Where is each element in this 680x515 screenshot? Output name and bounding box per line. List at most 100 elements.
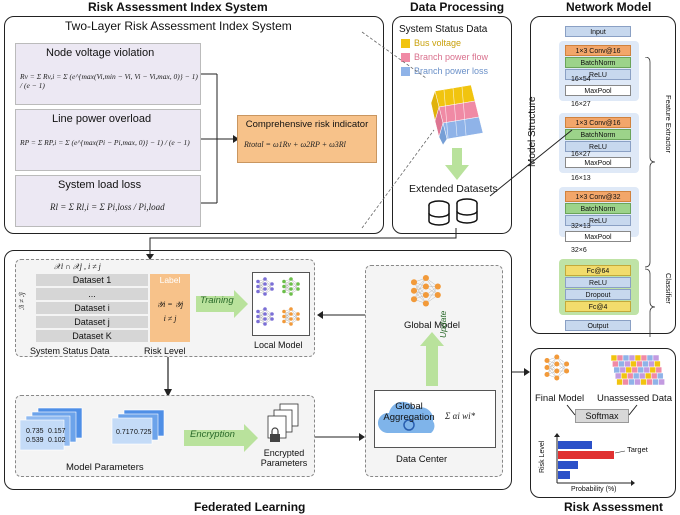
- update-arrow-icon: [420, 332, 444, 386]
- database-icon: [428, 198, 478, 226]
- aggregation-box: Global Aggregation Σ αi wi*: [374, 390, 496, 448]
- tensor-dim-label: 16×27: [571, 151, 591, 158]
- risk-level-axis-label: Risk Level: [539, 440, 546, 473]
- data-center-block: Global Model Update Global Aggregation Σ…: [365, 265, 503, 477]
- risk-assessment-title: Risk Assessment: [564, 500, 663, 514]
- global-aggregation-label: Global Aggregation: [383, 401, 435, 423]
- tensor-dim-label: 16×13: [571, 175, 591, 182]
- prob-bar: [558, 461, 578, 469]
- status-data-cube: [431, 84, 484, 146]
- training-arrow-icon: [196, 290, 248, 318]
- unassessed-data-grid: [611, 355, 665, 386]
- leader-lines: [361, 31, 435, 229]
- dataset-row: Dataset 1: [36, 274, 148, 286]
- softmax-box: Softmax: [575, 409, 629, 423]
- network-layer-pool: MaxPool: [565, 85, 631, 96]
- network-layer-conv: 1×3 Conv@16: [565, 117, 631, 128]
- network-layer-fc: Fc@4: [565, 301, 631, 312]
- network-layer-relu: ReLU: [565, 69, 631, 80]
- param-value: 0.102: [48, 437, 66, 444]
- node-voltage-box: Node voltage violation Rv = Σ Rv,i = Σ (…: [15, 43, 201, 105]
- network-layer-conv: 1×3 Conv@16: [565, 45, 631, 56]
- network-model-title: Network Model: [566, 0, 652, 14]
- tensor-dim-label: 16×27: [571, 101, 591, 108]
- line-overload-formula: RP = Σ RP,i = Σ (e^{max(Pi − Pi,max, 0)}…: [20, 138, 190, 147]
- model-params-label: Model Parameters: [66, 462, 144, 473]
- index-system-title: Risk Assessment Index System: [88, 0, 268, 14]
- global-model-icon: [410, 274, 441, 307]
- stage-braces: [644, 57, 656, 337]
- node-voltage-formula: Rv = Σ Rv,i = Σ (e^{max(Vi,min − Vi, Vi …: [20, 72, 198, 90]
- local-data-block: 𝒳i ∩ 𝒳j , i ≠ j Dataset 1 ... Dataset i …: [15, 259, 315, 357]
- param-value: 0.725: [134, 429, 152, 436]
- param-value: 0.717: [116, 429, 134, 436]
- final-model-icon: [544, 354, 570, 381]
- network-layer-conv: 1×3 Conv@32: [565, 191, 631, 202]
- load-loss-title: System load loss: [58, 179, 142, 191]
- network-layer-fc: Fc@64: [565, 265, 631, 276]
- label-condition: 𝒴i = 𝒴j: [156, 300, 184, 309]
- extended-datasets-label: Extended Datasets: [409, 183, 498, 195]
- dataset-list: Dataset 1 ... Dataset i Dataset j Datase…: [16, 274, 148, 346]
- prob-bar: [558, 441, 592, 449]
- network-layer-bn: BatchNorm: [565, 57, 631, 68]
- composite-indicator-box: Comprehensive risk indicator Rtotal = ω1…: [237, 115, 377, 163]
- input-layer: Input: [565, 26, 631, 37]
- load-loss-box: System load loss Rl = Σ Rl,i = Σ Pi,loss…: [15, 175, 201, 227]
- composite-indicator-formula: Rtotal = ω1Rv + ω2RP + ω3Rl: [244, 140, 346, 149]
- network-layer-relu: ReLU: [565, 215, 631, 226]
- param-value: 0.157: [48, 428, 66, 435]
- dataset-row: Dataset K: [36, 330, 148, 342]
- prob-bar: [558, 471, 570, 479]
- tensor-dim-label: 32×13: [571, 223, 591, 230]
- classifier-label: Classifier: [664, 273, 673, 304]
- params-block: 0.735 0.157 0.539 0.102 0.717 0.725 Mode…: [15, 395, 315, 477]
- legend-swatch-bus-voltage: [401, 39, 410, 48]
- tensor-dim-label: 32×6: [571, 247, 587, 254]
- network-layer-relu: ReLU: [565, 277, 631, 288]
- model-structure-label: Model Structure: [527, 96, 538, 167]
- training-label: Training: [200, 295, 234, 306]
- softmax-connectors: [566, 404, 638, 416]
- global-model-label: Global Model: [404, 320, 460, 331]
- encrypted-docs-icon: [267, 403, 299, 442]
- data-processing-title: Data Processing: [410, 0, 505, 14]
- down-arrow: [164, 357, 172, 397]
- legend-branch-flow: Branch power flow: [414, 52, 489, 62]
- data-processing-panel: System Status Data Bus voltage Branch po…: [392, 16, 512, 234]
- network-layer-drop: Dropout: [565, 289, 631, 300]
- line-overload-box: Line power overload RP = Σ RP,i = Σ (e^{…: [15, 109, 201, 171]
- label-condition-2: i ≠ j: [163, 314, 177, 323]
- legend-swatch-branch-loss: [401, 67, 410, 76]
- index-system-subtitle: Two-Layer Risk Assessment Index System: [65, 19, 292, 33]
- encryption-label: Encryption: [190, 429, 235, 440]
- federated-arrows: [315, 311, 365, 441]
- local-model-network-icons: [256, 277, 300, 326]
- target-label: Target: [627, 445, 648, 454]
- encryption-arrow-icon: [184, 424, 258, 452]
- data-center-label: Data Center: [396, 454, 448, 465]
- network-layer-pool: MaxPool: [565, 157, 631, 168]
- legend-swatch-branch-flow: [401, 53, 410, 62]
- aggregation-formula: Σ αi wi*: [445, 411, 476, 421]
- parameter-sheets: [20, 407, 165, 451]
- network-model-panel: Model Structure Input Output 1×3 Conv@16…: [527, 16, 676, 337]
- cloud-icon: [377, 401, 435, 433]
- probability-axis-label: Probability (%): [571, 486, 617, 493]
- composite-indicator-title: Comprehensive risk indicator: [245, 119, 369, 130]
- status-data-title: System Status Data: [399, 24, 488, 35]
- status-data-label: System Status Data: [30, 346, 110, 356]
- network-layer-bn: BatchNorm: [565, 129, 631, 140]
- output-layer: Output: [565, 320, 631, 331]
- index-system-panel: Two-Layer Risk Assessment Index System N…: [4, 16, 384, 234]
- extend-arrow-icon: [445, 148, 469, 180]
- feature-extractor-label: Feature Extractor: [664, 95, 673, 153]
- encrypted-params-label: Encrypted Parameters: [260, 448, 308, 468]
- risk-level-label: Risk Level: [144, 346, 186, 356]
- line-overload-title: Line power overload: [52, 113, 152, 125]
- label-column: Label 𝒴i = 𝒴j i ≠ j: [150, 274, 190, 342]
- local-model-label: Local Model: [254, 340, 303, 350]
- dataset-row: Dataset i: [36, 302, 148, 314]
- probability-chart: [554, 433, 635, 486]
